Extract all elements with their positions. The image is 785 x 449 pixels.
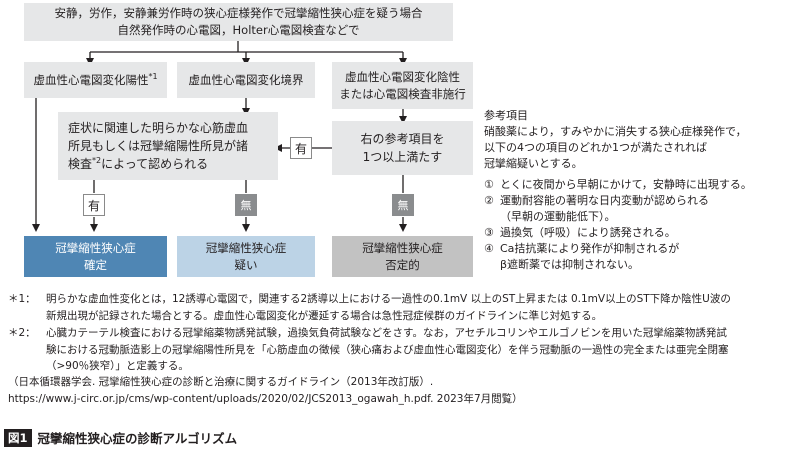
reference-item-3: ③ 過換気（呼吸）により誘発される。: [484, 225, 784, 241]
result-definite-box: 冠攣縮性狭心症 確定: [24, 236, 167, 277]
result-negative-box: 冠攣縮性狭心症 否定的: [332, 236, 473, 277]
reference-items: 参考項目 硝酸薬により，すみやかに消失する狭心症様発作で， 以下の4つの項目のど…: [484, 108, 784, 273]
findings-line2: 所見もしくは冠攣縮陽性所見が諸: [68, 139, 249, 153]
reference-item-1: ① とくに夜間から早朝にかけて，安静時に出現する。: [484, 177, 784, 193]
footnote-1: ＊1： 明らかな虚血性変化とは，12誘導心電図で，関連する2誘導以上における一過…: [8, 291, 778, 324]
reference-item-4: ④ Ca拮抗薬により発作が抑制されるが β遮断薬では抑制されない。: [484, 241, 784, 273]
result-negative-line2: 否定的: [385, 257, 420, 272]
reference-item-2: ② 運動耐容能の著明な日内変動が認められる （早朝の運動能低下）。: [484, 193, 784, 225]
footnote-text: 新規出現が記録された場合とする。虚血性心電図変化が遷延する場合は急性冠症候群のガ…: [46, 309, 603, 322]
reference-item-text: β遮断薬では抑制されない。: [500, 258, 640, 271]
result-definite-line2: 確定: [84, 257, 107, 272]
footnote-2: ＊2： 心臓カテーテル検査における冠攣縮薬物誘発試験，過換気負荷試験などをさす。…: [8, 325, 778, 375]
reference-item-text: （早朝の運動能低下）。: [500, 210, 616, 223]
reference-check-box: 右の参考項目を 1つ以上満たす: [332, 121, 473, 175]
reference-item-number: ①: [484, 178, 494, 191]
reference-item-text: Ca拮抗薬により発作が抑制されるが: [500, 242, 680, 255]
reference-check-line2: 1つ以上満たす: [362, 150, 443, 164]
figure-caption: 図1 冠攣縮性狭心症の診断アルゴリズム: [4, 428, 237, 447]
reference-item-number: ④: [484, 242, 494, 255]
branch-negative-line1: 虚血性心電図変化陰性: [345, 69, 460, 84]
footnote-text: （>90％狭窄）」と定義する。: [46, 360, 189, 372]
no-label-right: 無: [392, 194, 414, 216]
footnote-text: 明らかな虚血性変化とは，12誘導心電図で，関連する2誘導以上における一過性の0.…: [46, 293, 731, 305]
branch-borderline-label: 虚血性心電図変化境界: [188, 72, 304, 87]
branch-positive-label: 虚血性心電図変化陽性*1: [33, 71, 158, 87]
result-definite-line1: 冠攣縮性狭心症: [55, 240, 136, 255]
reference-item-number: ②: [484, 194, 494, 207]
reference-intro-1: 硝酸薬により，すみやかに消失する狭心症様発作で，: [484, 125, 747, 138]
reference-title: 参考項目: [484, 109, 528, 122]
reference-intro-3: 冠攣縮疑いとする。: [484, 157, 583, 170]
citation-url: https://www.j-circ.or.jp/cms/wp-content/…: [8, 392, 523, 405]
flow-start-line1: 安静，労作，安静兼労作時の狭心症様発作で冠攣縮性狭心症を疑う場合: [54, 6, 423, 20]
reference-item-text: 運動耐容能の著明な日内変動が認められる: [500, 194, 709, 207]
findings-box: 症状に関連した明らかな心筋虚血 所見もしくは冠攣縮陽性所見が諸 検査*2によって…: [58, 112, 278, 180]
result-suspect-line2: 疑い: [234, 257, 258, 272]
findings-line1: 症状に関連した明らかな心筋虚血: [68, 121, 249, 135]
result-suspect-line1: 冠攣縮性狭心症: [205, 240, 287, 255]
reference-intro-2: 以下の4つの項目のどれか1つが満たされれば: [484, 141, 707, 154]
footnote-mark-2: *2: [92, 156, 102, 165]
footnote-mark-1: *1: [148, 71, 158, 81]
no-label-middle: 無: [235, 194, 257, 216]
flow-start-box: 安静，労作，安静兼労作時の狭心症様発作で冠攣縮性狭心症を疑う場合 自然発作時の心…: [24, 3, 453, 41]
reference-item-text: とくに夜間から早朝にかけて，安静時に出現する。: [500, 178, 752, 191]
footnote-mark: ＊2：: [8, 327, 36, 339]
citation: （日本循環器学会. 冠攣縮性狭心症の診断と治療に関するガイドライン（2013年改…: [8, 374, 778, 407]
findings-line3: 検査*2によって認められる: [68, 156, 209, 172]
yes-label-left: 有: [83, 194, 105, 216]
reference-item-text: 過換気（呼吸）により誘発される。: [500, 226, 676, 239]
branch-negative-line2: または心電図検査非施行: [339, 86, 466, 101]
citation-line-1: （日本循環器学会. 冠攣縮性狭心症の診断と治療に関するガイドライン（2013年改…: [8, 376, 434, 388]
footnote-mark: ＊1：: [8, 293, 36, 305]
branch-negative-box: 虚血性心電図変化陰性 または心電図検査非施行: [332, 62, 473, 109]
result-suspect-box: 冠攣縮性狭心症 疑い: [177, 236, 315, 277]
footnotes: ＊1： 明らかな虚血性変化とは，12誘導心電図で，関連する2誘導以上における一過…: [8, 291, 778, 376]
flow-start-line2: 自然発作時の心電図，Holter心電図検査などで: [117, 23, 360, 37]
figure-label: 図1: [4, 428, 32, 447]
footnote-text: 験における冠動脈造影上の冠攣縮陽性所見を「心筋虚血の徴候（狭心痛および虚血性心電…: [46, 343, 729, 356]
result-negative-line1: 冠攣縮性狭心症: [362, 240, 443, 255]
reference-item-number: ③: [484, 226, 494, 239]
branch-borderline-box: 虚血性心電図変化境界: [177, 62, 315, 98]
footnote-text: 心臓カテーテル検査における冠攣縮薬物誘発試験，過換気負荷試験などをさす。なお，ア…: [46, 327, 727, 339]
yes-label-right: 有: [290, 137, 312, 159]
branch-positive-box: 虚血性心電図変化陽性*1: [24, 62, 167, 98]
figure-title: 冠攣縮性狭心症の診断アルゴリズム: [37, 431, 238, 446]
reference-check-line1: 右の参考項目を: [360, 132, 445, 146]
